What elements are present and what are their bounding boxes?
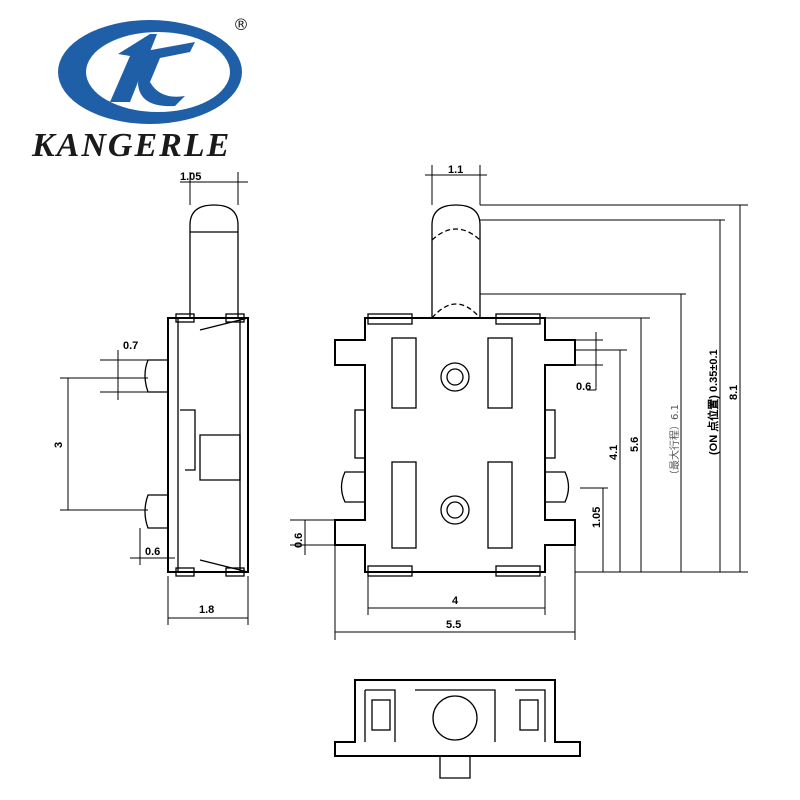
dim-plunger-width: 1.05 — [180, 171, 201, 183]
dim-body-width: 1.8 — [199, 604, 214, 616]
dim-max-travel: （最大行程）6.1 — [668, 404, 681, 480]
dim-5-6: 5.6 — [629, 437, 641, 452]
dim-inner-width: 4 — [452, 595, 459, 607]
dim-4-1: 4.1 — [608, 445, 620, 460]
dim-terminal-height: 0.6 — [576, 381, 591, 393]
dim-pin-offset: 0.6 — [145, 546, 160, 558]
brand-name: KANGERLE — [31, 127, 231, 164]
dim-outer-width: 5.5 — [446, 619, 461, 631]
dim-pin-pitch: 3 — [53, 442, 65, 448]
dim-1-05: 1.05 — [591, 507, 603, 528]
kangerle-logo: ® KANGERLE — [31, 15, 249, 164]
front-view: 1.1 0.6 4.1 5.6 1.05 （最大行程）6.1 (ON 点位置) … — [290, 164, 748, 640]
dim-total-height: 8.1 — [728, 385, 740, 400]
side-view: 1.05 0.7 3 0.6 1.8 — [53, 171, 249, 625]
dim-on-position: (ON 点位置) 0.35±0.1 — [706, 349, 720, 455]
bottom-view — [334, 679, 581, 779]
dim-left-tab: 0.6 — [293, 533, 305, 548]
dim-pin-height: 0.7 — [123, 340, 138, 352]
registered-mark: ® — [233, 15, 249, 34]
dim-front-plunger-width: 1.1 — [448, 164, 463, 176]
